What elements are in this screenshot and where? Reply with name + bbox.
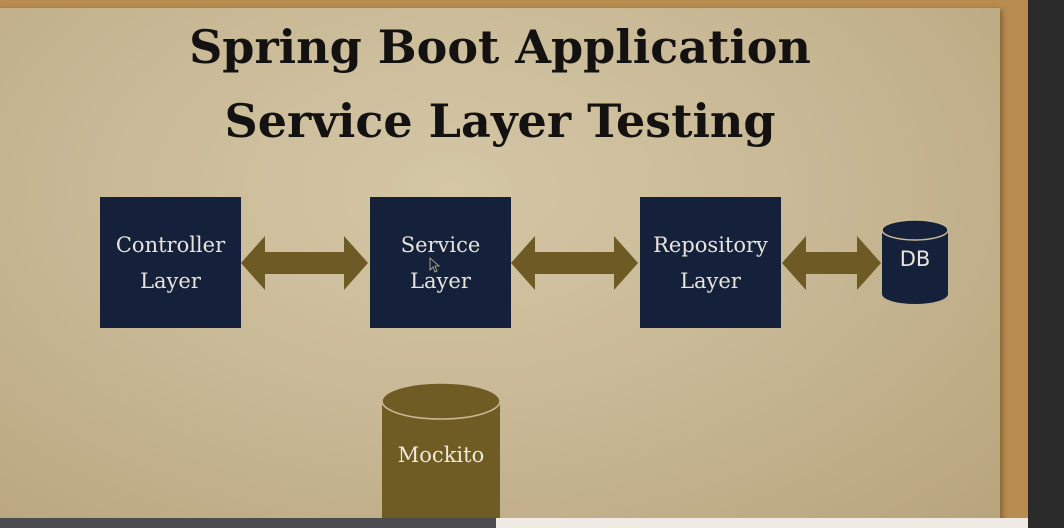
title-line-1: Spring Boot Application: [189, 20, 811, 74]
repository-layer-label-line1: Repository: [653, 232, 768, 257]
service-layer-label-line2: Layer: [410, 268, 471, 293]
controller-service-double-arrow: [241, 236, 368, 290]
controller-layer-label-line1: Controller: [115, 232, 226, 257]
mockito-cylinder-icon: [381, 382, 501, 521]
repository-db-double-arrow: [782, 236, 881, 290]
bottom-bar-dark: [0, 518, 496, 528]
controller-layer-box: Controller Layer: [100, 197, 241, 328]
title-line-2: Service Layer Testing: [224, 94, 776, 148]
service-layer-box: Service Layer: [370, 197, 511, 328]
right-edge-panel: [1028, 0, 1064, 528]
db-label: DB: [899, 247, 931, 271]
bottom-bar-light: [496, 518, 1028, 528]
controller-layer-label-line2: Layer: [140, 268, 201, 293]
repository-layer-label-line2: Layer: [680, 268, 741, 293]
database-cylinder-icon: [881, 219, 949, 304]
mouse-cursor-icon: [429, 257, 441, 273]
service-layer-label-line1: Service: [400, 232, 481, 257]
repository-layer-box: Repository Layer: [640, 197, 781, 328]
mockito-label: Mockito: [397, 443, 485, 467]
service-repository-double-arrow: [511, 236, 638, 290]
